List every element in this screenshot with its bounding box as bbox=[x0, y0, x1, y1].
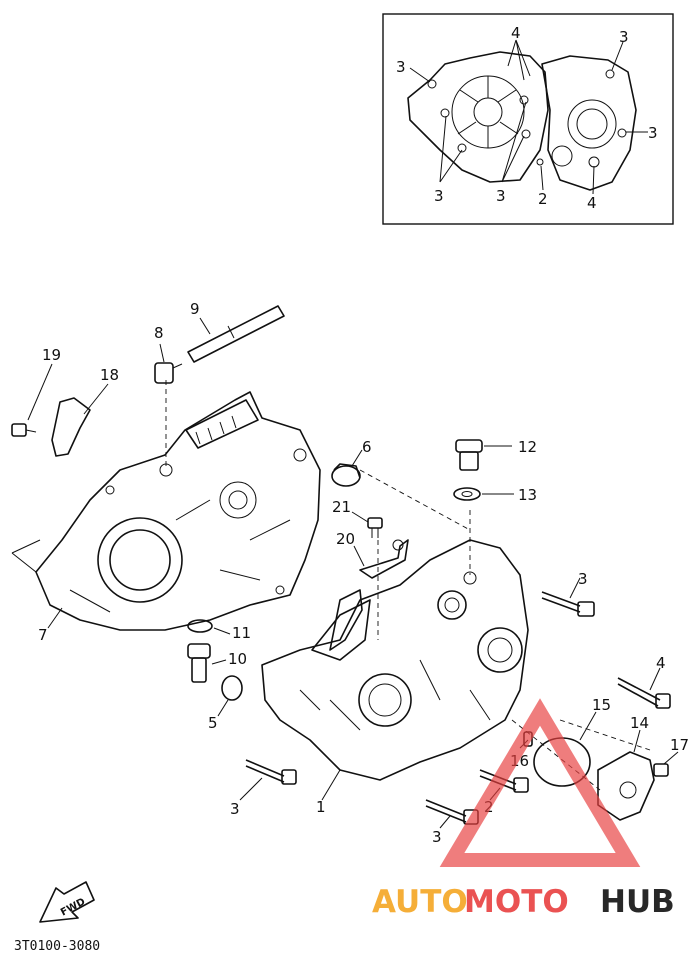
callout-3: 3 bbox=[578, 570, 588, 588]
dowel-6 bbox=[331, 463, 361, 487]
inset-callout: 3 bbox=[396, 58, 406, 76]
inset-callout: 2 bbox=[538, 190, 548, 208]
callout-20: 20 bbox=[336, 530, 355, 548]
oil-seal-11 bbox=[187, 619, 213, 633]
inset-callout: 4 bbox=[587, 194, 597, 212]
callout-14: 14 bbox=[630, 714, 649, 732]
inset-left-crankcase bbox=[407, 51, 549, 183]
bolt-19 bbox=[11, 423, 37, 437]
bracket-20 bbox=[359, 539, 409, 579]
callout-8: 8 bbox=[154, 324, 164, 342]
inset-panel: 3 4 3 3 3 3 2 4 bbox=[382, 13, 674, 225]
inset-callout: 4 bbox=[511, 24, 521, 42]
part-number: 3T0100-3080 bbox=[14, 939, 100, 954]
callout-15: 15 bbox=[592, 696, 611, 714]
callout-6: 6 bbox=[362, 438, 372, 456]
long-bolt-4 bbox=[617, 677, 671, 709]
callout-5: 5 bbox=[208, 714, 218, 732]
dowel-5 bbox=[221, 675, 243, 701]
long-bolt-3-upper bbox=[541, 591, 595, 617]
screw-8 bbox=[154, 362, 183, 384]
inset-right-crankcase bbox=[536, 55, 637, 191]
callout-13: 13 bbox=[518, 486, 537, 504]
watermark-moto: MOTO bbox=[464, 884, 569, 920]
bolt-21 bbox=[367, 517, 383, 538]
left-crankcase bbox=[11, 391, 321, 631]
callout-4: 4 bbox=[656, 654, 666, 672]
watermark-auto: AUTO bbox=[372, 884, 468, 920]
inset-callout: 3 bbox=[648, 124, 658, 142]
fwd-arrow-icon: FWD bbox=[39, 881, 95, 923]
callout-3: 3 bbox=[230, 800, 240, 818]
callout-9: 9 bbox=[190, 300, 200, 318]
cover-14 bbox=[597, 751, 655, 821]
callout-11: 11 bbox=[232, 624, 251, 642]
screw-17 bbox=[653, 763, 669, 777]
watermark-hub: HUB bbox=[600, 884, 675, 920]
callout-21: 21 bbox=[332, 498, 351, 516]
breather-18 bbox=[51, 397, 91, 457]
callout-7: 7 bbox=[38, 626, 48, 644]
inset-callout: 3 bbox=[619, 28, 629, 46]
callout-18: 18 bbox=[100, 366, 119, 384]
oil-drain-bolt bbox=[455, 439, 483, 471]
callout-10: 10 bbox=[228, 650, 247, 668]
callout-17: 17 bbox=[670, 736, 689, 754]
callout-12: 12 bbox=[518, 438, 537, 456]
fwd-label: FWD bbox=[59, 896, 87, 918]
inset-callout: 3 bbox=[496, 187, 506, 205]
plug-10 bbox=[187, 643, 211, 683]
bolt-3-lower-left bbox=[245, 759, 297, 785]
right-crankcase bbox=[261, 539, 529, 781]
callouts: 1 2 3 3 3 4 5 6 7 8 9 10 11 12 13 14 15 … bbox=[38, 300, 689, 846]
washer-13 bbox=[453, 487, 481, 501]
callout-3: 3 bbox=[432, 828, 442, 846]
shaft-9 bbox=[187, 305, 285, 363]
automotohub-watermark-logo: AUTO MOTO HUB bbox=[372, 698, 675, 920]
callout-19: 19 bbox=[42, 346, 61, 364]
callout-1: 1 bbox=[316, 798, 326, 816]
inset-callout: 3 bbox=[434, 187, 444, 205]
